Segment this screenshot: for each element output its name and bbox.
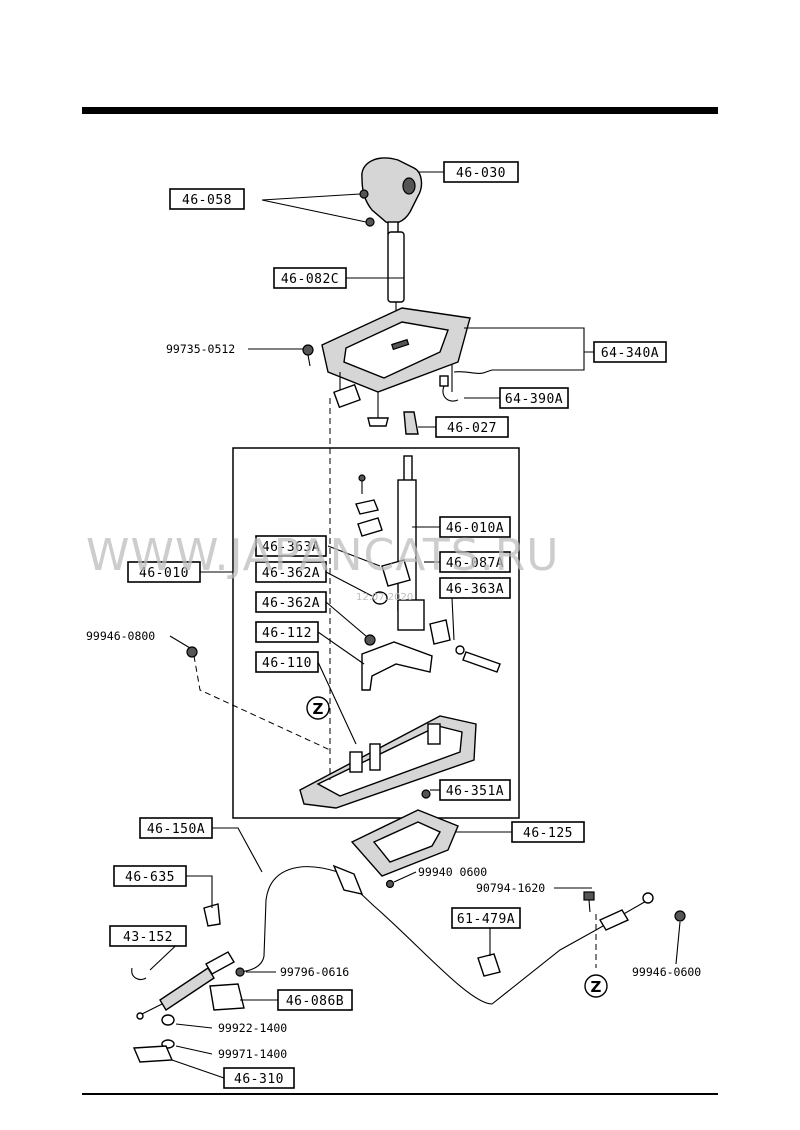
label-46-150a: 46-150A	[139, 817, 213, 839]
label-46-362a-b: 46-362A	[255, 591, 327, 613]
svg-text:46-058: 46-058	[182, 193, 232, 208]
svg-text:46-363A: 46-363A	[446, 582, 504, 597]
lever-small-parts	[355, 474, 411, 605]
bolt-90794-1620-part	[583, 891, 595, 913]
svg-text:64-390A: 64-390A	[505, 392, 563, 407]
svg-text:46-150A: 46-150A	[147, 822, 205, 837]
panel-screw-part	[302, 344, 314, 367]
bracket-part	[209, 967, 245, 1011]
svg-text:46-110: 46-110	[262, 656, 312, 671]
number-90794-1620: 90794-1620	[476, 881, 545, 895]
svg-text:64-340A: 64-340A	[601, 346, 659, 361]
label-61-479a: 61-479A	[451, 907, 521, 929]
bottom-rule	[82, 1093, 718, 1095]
shift-knob-part	[361, 157, 423, 235]
base-plate-part	[299, 715, 477, 809]
svg-text:46-112: 46-112	[262, 626, 312, 641]
number-99946-0600: 99946-0600	[632, 965, 701, 979]
number-99971-1400: 99971-1400	[218, 1047, 287, 1061]
label-46-010: 46-010	[127, 561, 201, 583]
indicator-panel-part	[321, 307, 493, 427]
seal-plate-part	[350, 809, 459, 889]
cable-end-left-part	[136, 951, 235, 1020]
top-rule	[82, 107, 718, 114]
ref-marker-z-bottom: Z	[584, 974, 608, 998]
label-46-125: 46-125	[511, 821, 585, 843]
bushing-and-bolt-part	[429, 619, 501, 673]
label-46-351a: 46-351A	[439, 779, 511, 801]
svg-text:46-362A: 46-362A	[262, 596, 320, 611]
svg-text:46-010: 46-010	[139, 566, 189, 581]
shift-cable-part	[235, 864, 654, 1005]
number-99796-0616: 99796-0616	[280, 965, 349, 979]
svg-text:Z: Z	[313, 700, 324, 718]
svg-text:46-087A: 46-087A	[446, 556, 504, 571]
label-46-086b: 46-086B	[277, 989, 353, 1011]
label-46-010a: 46-010A	[439, 516, 511, 538]
shift-rod-part	[387, 231, 405, 312]
number-99946-0800: 99946-0800	[86, 629, 155, 643]
label-46-635: 46-635	[113, 865, 187, 887]
detent-spring-part	[361, 641, 433, 691]
number-99922-1400: 99922-1400	[218, 1021, 287, 1035]
knob-screws-part	[261, 189, 375, 227]
ref-marker-z-top: Z	[306, 696, 330, 720]
svg-text:61-479A: 61-479A	[457, 912, 515, 927]
nut-part	[364, 634, 376, 646]
watermark-date: 12.07.2020	[356, 592, 413, 603]
nut-99946-0600-part	[674, 910, 686, 922]
clip-46-635-part	[203, 903, 221, 927]
nut-washer-lever-part	[132, 1014, 175, 1063]
number-99735-0512: 99735-0512	[166, 342, 235, 356]
number-99940-0600: 99940 0600	[418, 865, 487, 879]
label-64-390a: 64-390A	[499, 387, 569, 409]
svg-text:46-635: 46-635	[125, 870, 175, 885]
clip-61-479a-part	[477, 953, 501, 977]
svg-text:46-362A: 46-362A	[262, 566, 320, 581]
label-46-058: 46-058	[169, 188, 245, 210]
label-64-340a: 64-340A	[593, 341, 667, 363]
svg-text:46-125: 46-125	[523, 826, 573, 841]
label-46-087a: 46-087A	[439, 551, 511, 573]
svg-text:46-010A: 46-010A	[446, 521, 504, 536]
svg-text:Z: Z	[591, 978, 602, 996]
label-46-027: 46-027	[435, 416, 509, 438]
label-46-082c: 46-082C	[273, 267, 347, 289]
svg-text:46-082C: 46-082C	[281, 272, 339, 287]
label-46-362a-a: 46-362A	[255, 561, 327, 583]
svg-text:43-152: 43-152	[123, 930, 173, 945]
label-46-030: 46-030	[443, 161, 519, 183]
svg-text:46-363A: 46-363A	[262, 540, 320, 555]
label-46-110: 46-110	[255, 651, 319, 673]
svg-text:46-027: 46-027	[447, 421, 497, 436]
label-46-363a-right: 46-363A	[439, 577, 511, 599]
svg-text:46-351A: 46-351A	[446, 784, 504, 799]
assembly-46-010-frame	[232, 447, 520, 819]
watermark: WWW.JAPANCATS.RU	[86, 530, 559, 581]
label-46-112: 46-112	[255, 621, 319, 643]
label-46-363a-left: 46-363A	[255, 535, 327, 557]
clip-43-152-part	[131, 967, 147, 981]
svg-text:46-086B: 46-086B	[286, 994, 344, 1009]
clip-part	[403, 411, 419, 435]
nut-99946-0800-part	[186, 646, 198, 658]
alignment-line-2	[193, 655, 331, 751]
svg-text:46-030: 46-030	[456, 166, 506, 181]
svg-text:46-310: 46-310	[234, 1072, 284, 1087]
label-46-310: 46-310	[223, 1067, 295, 1089]
label-43-152: 43-152	[109, 925, 187, 947]
leader-lines	[149, 171, 681, 1079]
